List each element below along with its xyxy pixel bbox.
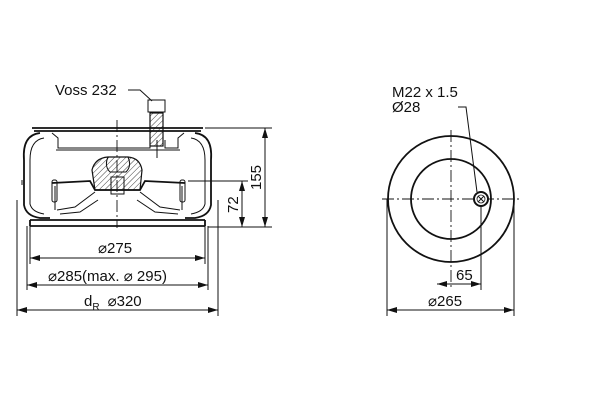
dim-height: 155: [248, 165, 265, 190]
dim-diameter-285: ⌀285(max. ⌀ 295): [48, 268, 167, 285]
dim-diameter-320: dR⌀320: [84, 293, 142, 313]
dim-diameter-265: ⌀265: [428, 293, 462, 310]
side-view: Voss 232 155 72 ⌀275 ⌀285(max. ⌀ 295) dR…: [16, 82, 272, 316]
bellows-left: [22, 132, 50, 219]
air-port-icon: [473, 191, 489, 207]
top-view: M22 x 1.5 Ø28 65 ⌀265: [382, 84, 520, 316]
dim-diameter-275: ⌀275: [98, 240, 132, 257]
top-plate: [32, 127, 203, 132]
dim-min-height: 72: [225, 196, 242, 213]
bellows-right: [185, 132, 213, 219]
connector-fitting: [147, 99, 166, 113]
port-diameter-label: Ø28: [392, 99, 420, 116]
dim-offset-65: 65: [456, 267, 473, 284]
thread-label: M22 x 1.5: [392, 84, 458, 101]
connector-label: Voss 232: [55, 82, 117, 99]
base-plate: [29, 219, 206, 227]
